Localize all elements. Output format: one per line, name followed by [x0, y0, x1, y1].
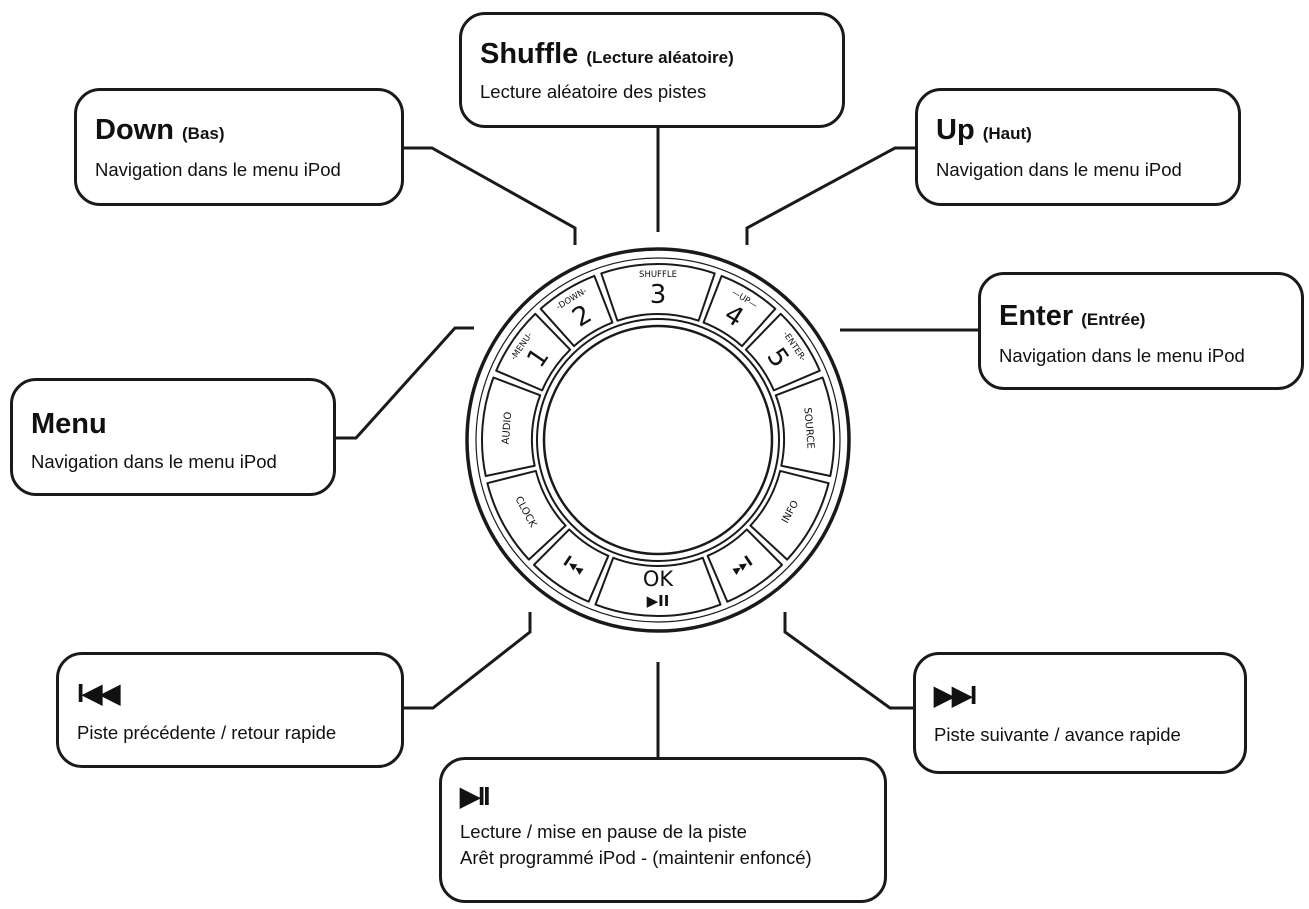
wheel-button-clock[interactable]: [486, 469, 567, 561]
leader-down: [402, 146, 577, 245]
wheel-outer-rim: [475, 257, 841, 623]
wheel-button-b1[interactable]: [495, 312, 572, 392]
callout-shuffle: Shuffle (Lecture aléatoire) Lecture aléa…: [459, 12, 845, 128]
callout-up: Up (Haut) Navigation dans le menu iPod: [915, 88, 1241, 206]
wheel-button-next[interactable]: [706, 528, 784, 603]
menu-description: Navigation dans le menu iPod: [31, 451, 277, 473]
wheel-button-ok[interactable]: [594, 556, 722, 617]
menu-title: Menu: [31, 408, 107, 440]
wheel-button-source[interactable]: [774, 376, 835, 477]
shuffle-subtitle: (Lecture aléatoire): [586, 48, 734, 67]
previous-track-icon: I◀◀: [77, 678, 120, 708]
callout-shuffle-title: Shuffle (Lecture aléatoire): [480, 39, 824, 69]
wheel-button-b2[interactable]: [539, 274, 614, 348]
leader-lines: [332, 128, 980, 757]
previous-description: Piste précédente / retour rapide: [77, 721, 337, 743]
wheel-label-b3-tag: SHUFFLE: [639, 270, 677, 280]
enter-subtitle: (Entrée): [1081, 310, 1146, 329]
play-pause-icon: ▶II: [647, 592, 670, 610]
wheel-label-source: SOURCE: [801, 407, 815, 449]
enter-title: Enter: [999, 300, 1074, 332]
wheel-button-audio[interactable]: [481, 376, 542, 477]
play-description-line2: Arêt programmé iPod - (maintenir enfoncé…: [460, 847, 812, 869]
shuffle-title: Shuffle: [480, 38, 579, 70]
play-pause-icon: ▶II: [460, 781, 490, 811]
callout-play-pause: ▶II Lecture / mise en pause de la piste …: [439, 757, 887, 903]
wheel-button-info[interactable]: [749, 469, 830, 561]
callout-menu: Menu Navigation dans le menu iPod: [10, 378, 336, 496]
wheel-label-b3-number: 3: [650, 280, 667, 310]
wheel-label-ok: OK: [643, 567, 675, 591]
leader-next: [783, 612, 915, 710]
wheel-button-b5[interactable]: [744, 312, 821, 392]
callout-enter: Enter (Entrée) Navigation dans le menu i…: [978, 272, 1304, 390]
wheel-button-prev[interactable]: [532, 528, 610, 603]
wheel-center-button[interactable]: [542, 324, 774, 556]
callout-previous: I◀◀ Piste précédente / retour rapide: [56, 652, 404, 768]
wheel-button-b3[interactable]: [600, 263, 716, 322]
wheel-button-b4[interactable]: [702, 274, 777, 348]
next-track-icon: ▶▶I: [934, 680, 977, 710]
leader-prev: [404, 612, 532, 710]
up-description: Navigation dans le menu iPod: [936, 159, 1182, 181]
down-subtitle: (Bas): [182, 124, 225, 143]
down-description: Navigation dans le menu iPod: [95, 159, 341, 181]
down-title: Down: [95, 114, 174, 146]
callout-next: ▶▶I Piste suivante / avance rapide: [913, 652, 1247, 774]
leader-menu: [332, 326, 474, 440]
enter-description: Navigation dans le menu iPod: [999, 345, 1245, 367]
up-title: Up: [936, 114, 975, 146]
shuffle-description: Lecture aléatoire des pistes: [480, 81, 707, 103]
callout-down: Down (Bas) Navigation dans le menu iPod: [74, 88, 404, 206]
leader-up: [745, 146, 918, 245]
play-description-line1: Lecture / mise en pause de la piste: [460, 820, 747, 842]
up-subtitle: (Haut): [982, 124, 1032, 143]
next-description: Piste suivante / avance rapide: [934, 723, 1181, 745]
wheel-label-audio: AUDIO: [501, 411, 515, 445]
wheel-buttons: [481, 263, 835, 617]
